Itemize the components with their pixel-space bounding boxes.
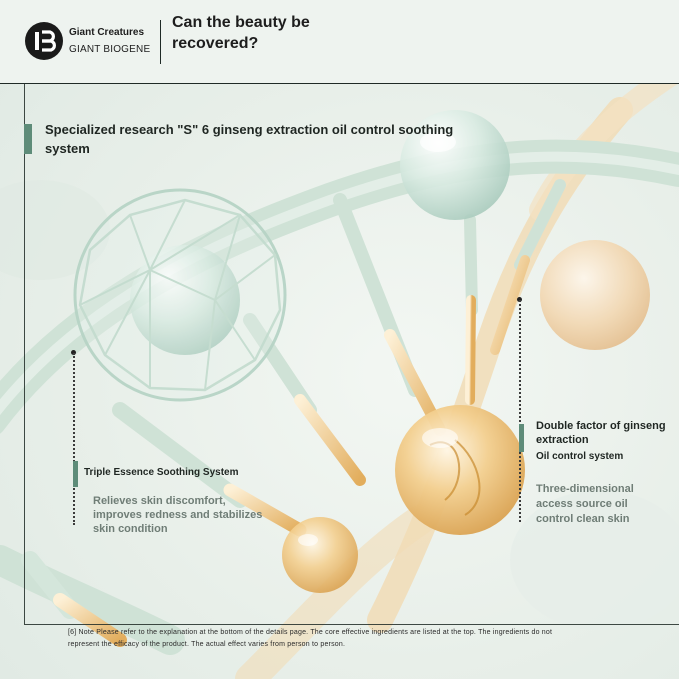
brand-divider bbox=[160, 20, 161, 64]
callout-left-leader bbox=[73, 353, 75, 525]
callout-right-accent-bar bbox=[519, 424, 524, 452]
callout-right-title: Double factor of ginseng extraction bbox=[536, 420, 666, 446]
callout-left-accent-bar bbox=[73, 461, 78, 487]
left-frame-rule bbox=[24, 84, 25, 624]
bottom-frame-rule bbox=[24, 624, 679, 625]
callout-left-title: Triple Essence Soothing System bbox=[84, 467, 239, 478]
brand-logo-icon bbox=[25, 22, 63, 60]
footnote: [6] Note Please refer to the explanation… bbox=[68, 629, 553, 648]
callout-left-description: Relieves skin discomfort, improves redne… bbox=[93, 495, 263, 535]
callout-right-leader bbox=[519, 300, 521, 522]
callout-left-dot bbox=[71, 350, 76, 355]
header-rule bbox=[0, 83, 679, 84]
callout-right-dot bbox=[517, 297, 522, 302]
callout-right-description: Three-dimensional access source oil cont… bbox=[536, 483, 634, 525]
headline: Can the beauty be recovered? bbox=[172, 14, 310, 52]
section-title: Specialized research "S" 6 ginseng extra… bbox=[45, 122, 454, 156]
page-header bbox=[0, 0, 679, 84]
section-accent-bar bbox=[24, 124, 32, 154]
callout-right-subtitle: Oil control system bbox=[536, 451, 624, 462]
wireframe-sphere bbox=[73, 188, 287, 402]
brand-name-top: Giant Creatures bbox=[69, 27, 145, 38]
brand-name-bottom: GIANT BIOGENE bbox=[69, 44, 151, 55]
